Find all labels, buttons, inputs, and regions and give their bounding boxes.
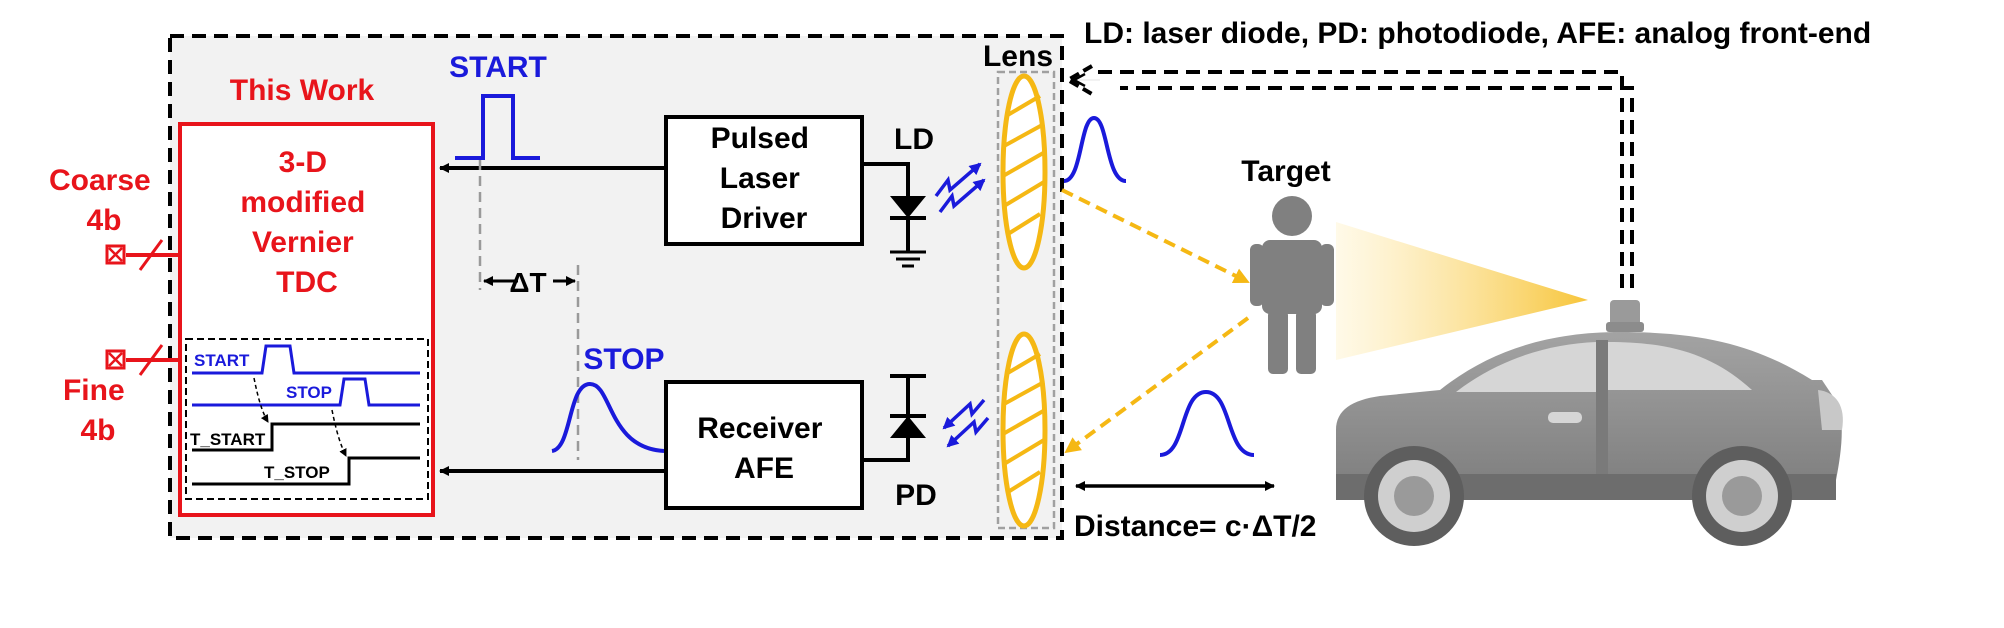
fine-pin-icon bbox=[105, 349, 126, 370]
reception-arrow bbox=[946, 416, 990, 448]
laser-diode-wire bbox=[862, 162, 910, 196]
tdc-title-line: TDC bbox=[276, 266, 338, 299]
fine-input-line: Fine bbox=[63, 374, 125, 407]
stop-pulse bbox=[551, 381, 665, 453]
fine-input-label: Fine 4b bbox=[63, 374, 133, 447]
timing-tstop-label: T_STOP bbox=[264, 463, 330, 482]
target-person-icon bbox=[1250, 196, 1334, 374]
emitted-pulse bbox=[1063, 115, 1127, 183]
timing-stop-label: STOP bbox=[286, 383, 332, 402]
emission-arrow bbox=[934, 162, 982, 198]
ld-label: LD bbox=[894, 123, 934, 156]
coarse-bus-slash bbox=[138, 239, 164, 271]
receiver-line: Receiver bbox=[697, 412, 822, 445]
lens-top-hatch bbox=[1002, 94, 1046, 236]
timing-start-waveform bbox=[192, 344, 420, 375]
timing-diagram-box bbox=[185, 338, 429, 500]
car-feedback-path bbox=[1090, 70, 1624, 288]
lens-bottom bbox=[1000, 331, 1048, 529]
timing-tstart-waveform bbox=[192, 422, 420, 452]
pd-label: PD bbox=[895, 479, 937, 512]
distance-formula: Distance= c·ΔT/2 bbox=[1074, 510, 1317, 543]
timing-dependency-arrow bbox=[331, 409, 347, 457]
this-work-label: This Work bbox=[230, 74, 375, 107]
stop-signal-label: STOP bbox=[583, 343, 664, 376]
receiver-line: AFE bbox=[734, 452, 794, 485]
coarse-input-line: Coarse bbox=[49, 164, 151, 197]
target-label: Target bbox=[1241, 155, 1330, 188]
coarse-input-line: 4b bbox=[86, 204, 121, 237]
fine-bus-slash bbox=[138, 344, 164, 376]
lens-bottom-hatch bbox=[1002, 352, 1046, 494]
receiver-afe-block bbox=[664, 380, 864, 510]
delta-t-label: ΔT bbox=[509, 267, 546, 298]
start-pulse bbox=[455, 94, 540, 160]
lens-label: Lens bbox=[983, 40, 1053, 73]
laser-driver-line: Pulsed bbox=[711, 122, 809, 155]
reception-arrow bbox=[942, 398, 986, 430]
timing-start-label: START bbox=[194, 351, 250, 370]
photodiode-icon bbox=[890, 416, 926, 438]
laser-diode-icon bbox=[890, 196, 926, 218]
timing-tstop-waveform bbox=[192, 456, 420, 486]
fine-input-line: 4b bbox=[80, 414, 115, 447]
pulsed-laser-driver-block bbox=[664, 115, 864, 246]
laser-driver-line: Driver bbox=[721, 202, 808, 235]
tdc-title-line: Vernier bbox=[252, 226, 354, 259]
return-beam-arrow bbox=[1064, 316, 1250, 454]
car-feedback-path bbox=[1120, 86, 1634, 288]
tdc-title-line: modified bbox=[240, 186, 365, 219]
coarse-input-label: Coarse 4b bbox=[49, 164, 159, 237]
photodiode-wire bbox=[862, 438, 910, 462]
laser-driver-label: Pulsed Laser Driver bbox=[711, 122, 818, 235]
start-signal-label: START bbox=[449, 51, 547, 84]
timing-stop-waveform bbox=[192, 377, 420, 407]
car-icon bbox=[1336, 300, 1843, 546]
outgoing-beam-arrow bbox=[1061, 188, 1250, 284]
timing-dependency-arrow bbox=[253, 377, 269, 423]
emission-arrow bbox=[938, 178, 986, 214]
tdc-title: 3-D modified Vernier TDC bbox=[240, 146, 373, 299]
feedback-arrow-icon bbox=[1064, 64, 1094, 96]
returned-pulse bbox=[1159, 389, 1255, 457]
fine-pin-icon-cross bbox=[108, 352, 123, 367]
tdc-block bbox=[178, 122, 435, 517]
timing-tstart-label: T_START bbox=[190, 430, 266, 449]
lens-top bbox=[1000, 73, 1048, 271]
tdc-title-line: 3-D bbox=[279, 146, 327, 179]
legend-text: LD: laser diode, PD: photodiode, AFE: an… bbox=[1084, 17, 1871, 50]
receiver-label: Receiver AFE bbox=[697, 412, 830, 485]
laser-driver-line: Laser bbox=[720, 162, 800, 195]
sensor-beam-cone bbox=[1336, 222, 1588, 360]
coarse-pin-icon-cross bbox=[108, 247, 123, 262]
coarse-pin-icon bbox=[105, 244, 126, 265]
